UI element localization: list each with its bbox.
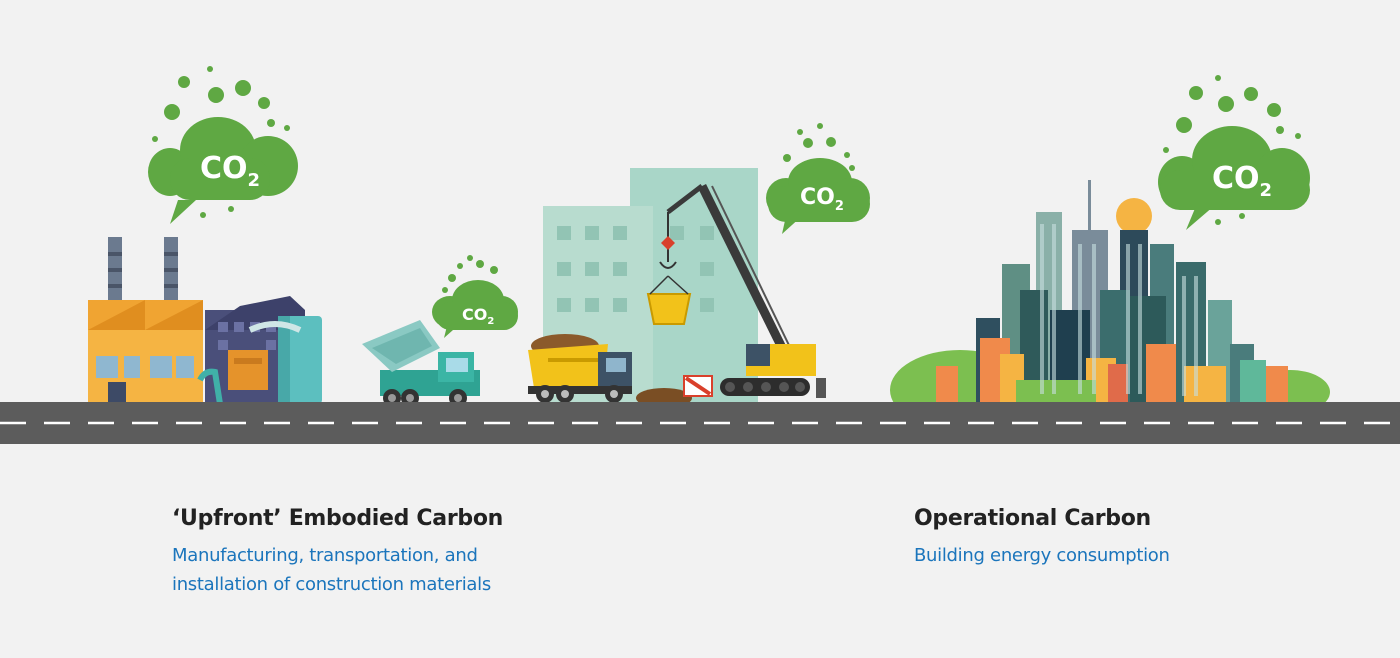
dump-truck: [528, 334, 632, 403]
co2-subscript: 2: [835, 199, 844, 214]
illustration-scene: CO2 CO2 CO2: [0, 66, 1400, 444]
upfront-embodied-carbon-label: ‘Upfront’ Embodied Carbon Manufacturing,…: [172, 506, 572, 599]
concrete-mixer-truck: [362, 320, 480, 407]
city-skyline: [890, 180, 1330, 430]
operational-title: Operational Carbon: [914, 506, 1151, 531]
svg-text:CO2: CO2: [800, 185, 844, 214]
co2-cloud-factory: CO2: [148, 66, 298, 224]
operational-description: Building energy consumption: [914, 545, 1170, 566]
co2-subscript: 2: [487, 316, 494, 327]
co2-label: CO: [1212, 161, 1260, 196]
co2-subscript: 2: [248, 170, 261, 191]
upfront-title: ‘Upfront’ Embodied Carbon: [172, 506, 503, 531]
upfront-description-line1: Manufacturing, transportation, and: [172, 545, 478, 566]
factory-illustration: [88, 237, 322, 405]
operational-carbon-label: Operational Carbon Building energy consu…: [914, 506, 1314, 570]
road-barrier: [683, 375, 713, 397]
svg-text:CO2: CO2: [462, 305, 494, 327]
co2-subscript: 2: [1260, 180, 1273, 201]
co2-cloud-truck: CO2: [432, 255, 518, 338]
construction-building: [543, 168, 758, 404]
co2-label: CO: [800, 185, 835, 210]
upfront-description-line2: installation of construction materials: [172, 574, 491, 595]
co2-cloud-crane: CO2: [766, 123, 870, 234]
svg-text:CO2: CO2: [1212, 161, 1272, 201]
road: [0, 402, 1400, 444]
crane-excavator: [646, 184, 826, 398]
co2-label: CO: [200, 151, 248, 186]
svg-text:CO2: CO2: [200, 151, 260, 191]
upfront-description: Manufacturing, transportation, and insta…: [172, 541, 572, 599]
co2-cloud-city: CO2: [1158, 75, 1310, 230]
co2-label: CO: [462, 305, 487, 324]
